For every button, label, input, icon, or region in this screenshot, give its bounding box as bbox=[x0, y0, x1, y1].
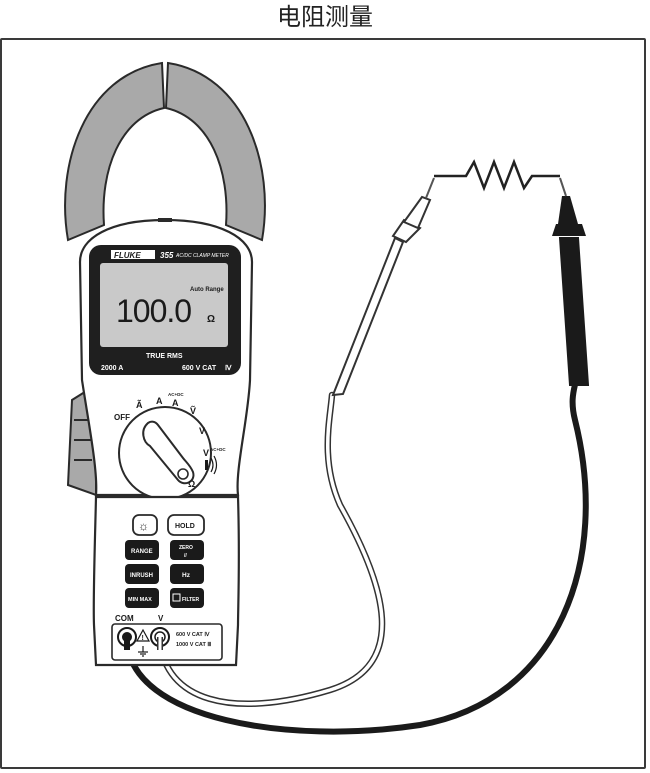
svg-text:!: ! bbox=[142, 635, 144, 642]
zero-sub-icon: // bbox=[184, 553, 187, 559]
figure-frame bbox=[0, 38, 646, 769]
com-label: COM bbox=[115, 614, 134, 623]
dial-acdc-volt-superscript: AC+DC bbox=[210, 447, 226, 452]
zero-label: ZERO bbox=[179, 545, 193, 551]
model-description: AC/DC CLAMP METER bbox=[175, 253, 229, 259]
hold-button[interactable]: HOLD bbox=[167, 514, 205, 536]
filter-button[interactable]: FILTER bbox=[170, 588, 204, 608]
range-button[interactable]: RANGE bbox=[125, 540, 159, 560]
hz-label: Hz bbox=[182, 572, 191, 579]
cat-rating: 600 V CAT bbox=[182, 365, 217, 372]
continuity-icon bbox=[205, 455, 218, 475]
function-dial[interactable] bbox=[118, 406, 212, 500]
dial-acdc-amp-superscript: AC+DC bbox=[168, 392, 184, 397]
current-rating: 2000 A bbox=[101, 365, 123, 372]
backlight-button[interactable]: ☼ bbox=[132, 514, 158, 536]
page-title: 电阻测量 bbox=[277, 3, 373, 31]
dial-ohm-label: Ω bbox=[188, 479, 195, 489]
black-test-probe[interactable] bbox=[552, 177, 590, 386]
dial-dc-volt-label: V bbox=[199, 426, 205, 436]
black-lead-wire bbox=[124, 377, 589, 735]
ground-icon bbox=[138, 646, 148, 657]
inrush-label: INRUSH bbox=[130, 573, 153, 579]
warning-icon: ! bbox=[135, 628, 151, 642]
inrush-button[interactable]: INRUSH bbox=[125, 564, 159, 584]
model-number: 355 bbox=[160, 251, 174, 260]
dial-acdc-amp-label: A bbox=[172, 398, 179, 408]
backlight-icon: ☼ bbox=[138, 519, 149, 533]
terminal-rating-1: 600 V CAT Ⅳ bbox=[176, 631, 210, 638]
red-test-probe[interactable] bbox=[331, 177, 435, 397]
dial-ac-amp-label: Ã bbox=[136, 400, 143, 410]
brand-logo: FLUKE bbox=[114, 251, 141, 260]
minmax-button[interactable]: MIN MAX bbox=[125, 588, 159, 608]
zero-button[interactable]: ZERO // bbox=[170, 540, 204, 560]
dial-off-label: OFF bbox=[114, 413, 130, 422]
v-label: V bbox=[158, 614, 164, 623]
filter-icon bbox=[172, 593, 181, 602]
resistor bbox=[434, 158, 560, 192]
cat-rating-roman: Ⅳ bbox=[225, 364, 232, 372]
dial-dc-amp-label: A bbox=[156, 396, 163, 406]
terminal-rating-2: 1000 V CAT Ⅲ bbox=[176, 641, 211, 648]
meter-body-lower bbox=[92, 495, 240, 667]
minmax-label: MIN MAX bbox=[128, 597, 152, 603]
dial-acdc-volt-label: V bbox=[203, 448, 209, 458]
clamp-jaw[interactable] bbox=[64, 61, 266, 242]
reading-value: 100.0 bbox=[116, 293, 191, 329]
range-mode-label: Auto Range bbox=[190, 287, 224, 293]
true-rms-label: TRUE RMS bbox=[146, 353, 183, 360]
hz-button[interactable]: Hz bbox=[170, 564, 204, 584]
reading-unit: Ω bbox=[207, 314, 215, 325]
lcd-screen bbox=[100, 263, 228, 347]
hold-label: HOLD bbox=[175, 523, 195, 530]
dial-ac-volt-label: Ṽ bbox=[190, 406, 196, 416]
filter-label: FILTER bbox=[182, 597, 200, 603]
range-label: RANGE bbox=[131, 549, 153, 555]
